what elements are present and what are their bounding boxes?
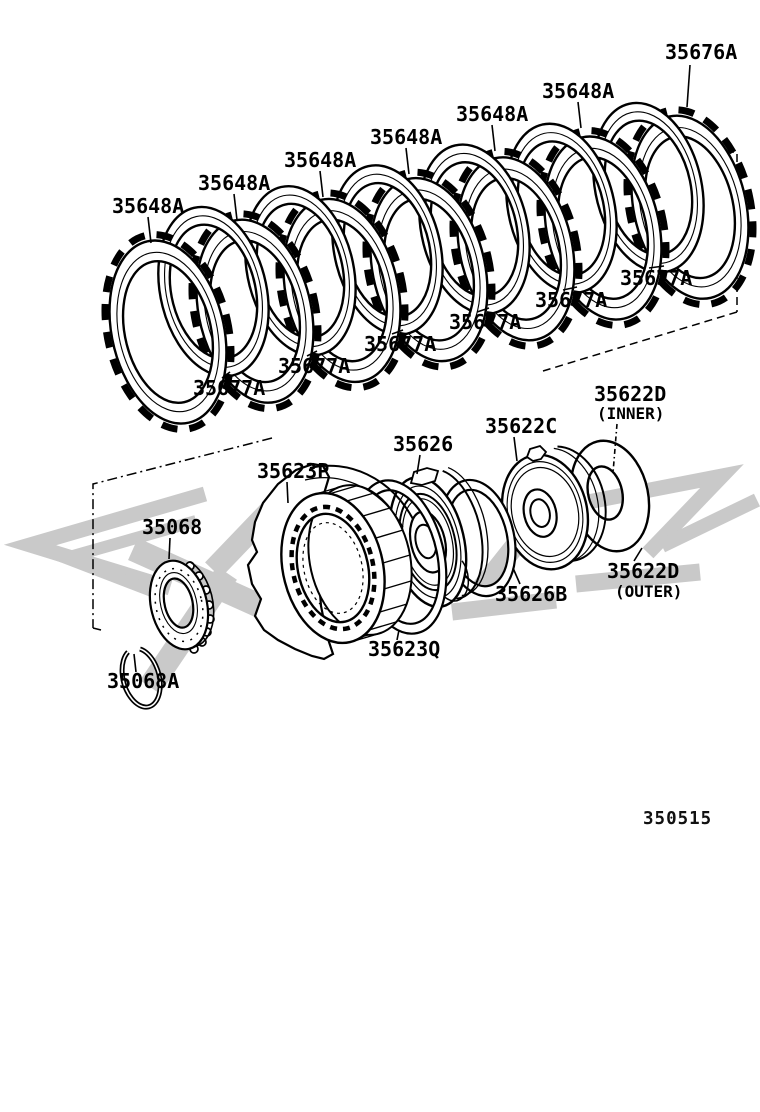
label-35648A-1[interactable]: 35648A (112, 194, 184, 218)
label-outer-note: (OUTER) (615, 582, 682, 601)
label-35648A-3[interactable]: 35648A (284, 148, 356, 172)
label-35676A[interactable]: 35676A (665, 40, 737, 64)
label-35626[interactable]: 35626 (393, 432, 453, 456)
brake-drum-35622C (500, 444, 607, 571)
label-inner-note: (INNER) (597, 404, 664, 423)
label-35648A-4[interactable]: 35648A (370, 125, 442, 149)
label-35648A-5[interactable]: 35648A (456, 102, 528, 126)
leader-lines (133, 64, 691, 673)
label-35677A-2[interactable]: 35677A (278, 354, 350, 378)
label-35677A-6[interactable]: 35677A (620, 266, 692, 290)
label-35622D-outer[interactable]: 35622D (607, 559, 679, 583)
label-35622C[interactable]: 35622C (485, 414, 557, 438)
lower-assembly (119, 439, 651, 710)
label-35677A-4[interactable]: 35677A (449, 310, 521, 334)
label-35626B[interactable]: 35626B (495, 582, 567, 606)
one-way-clutch-35623P (246, 462, 414, 661)
label-35622D-inner[interactable]: 35622D (594, 382, 666, 406)
snap-ring-35068A (119, 646, 163, 710)
label-35648A-6[interactable]: 35648A (542, 79, 614, 103)
drum-lug (525, 444, 548, 462)
label-35648A-2[interactable]: 35648A (198, 171, 270, 195)
label-35623Q[interactable]: 35623Q (368, 637, 440, 661)
gear-35068 (148, 559, 215, 654)
label-35623P[interactable]: 35623P (257, 459, 329, 483)
label-35068[interactable]: 35068 (142, 515, 202, 539)
label-35677A-5[interactable]: 35677A (535, 288, 607, 312)
figure-number: 350515 (643, 809, 712, 829)
brake-plate (87, 222, 249, 442)
label-35068A[interactable]: 35068A (107, 669, 179, 693)
label-35677A-1[interactable]: 35677A (193, 376, 265, 400)
band-edge (309, 464, 414, 520)
thrust-washer-35622D (569, 439, 651, 553)
label-35677A-3[interactable]: 35677A (364, 332, 436, 356)
